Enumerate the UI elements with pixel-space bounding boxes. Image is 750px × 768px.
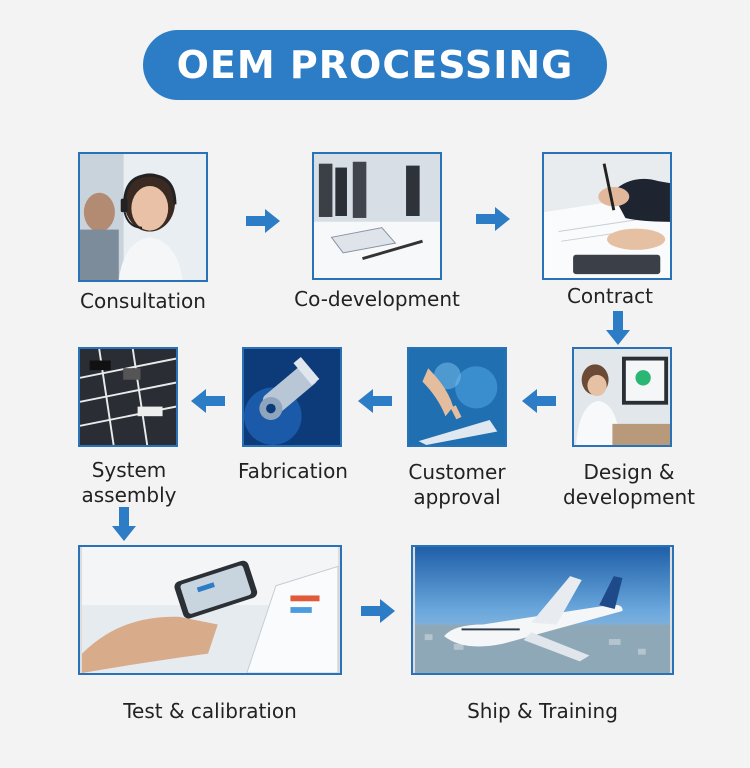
step-label-fabrication: Fabrication [238, 459, 348, 483]
step-label-ship-training: Ship & Training [467, 699, 618, 723]
customer-approval-image [407, 347, 507, 447]
test-calibration-image [78, 545, 342, 675]
ship-training-image [411, 545, 674, 675]
page-title: OEM PROCESSING [143, 30, 607, 100]
arrow-left-icon [522, 389, 556, 413]
co-development-image [312, 152, 442, 280]
step-label-line: assembly [81, 483, 177, 507]
step-label-system-assembly: System assembly [56, 458, 202, 508]
step-label-test-calibration: Test & calibration [123, 699, 297, 723]
arrow-right-icon [476, 207, 510, 231]
step-label-contract: Contract [566, 284, 654, 308]
contract-image [542, 152, 672, 280]
arrow-down-icon [112, 507, 136, 541]
step-label-design-development: Design & development [548, 460, 710, 510]
step-label-line: approval [413, 485, 501, 509]
arrow-right-icon [246, 209, 280, 233]
arrow-left-icon [358, 389, 392, 413]
step-label-line: Customer [408, 460, 506, 484]
fabrication-image [242, 347, 342, 447]
step-label-co-development: Co-development [294, 287, 460, 311]
arrow-down-icon [606, 311, 630, 345]
step-label-line: development [563, 485, 695, 509]
design-development-image [572, 347, 672, 447]
consultation-image [78, 152, 208, 282]
step-label-line: System [91, 458, 167, 482]
system-assembly-image [78, 347, 178, 447]
step-label-customer-approval: Customer approval [384, 460, 530, 510]
arrow-right-icon [361, 599, 395, 623]
step-label-consultation: Consultation [80, 289, 206, 313]
arrow-left-icon [191, 389, 225, 413]
step-label-line: Design & [583, 460, 675, 484]
